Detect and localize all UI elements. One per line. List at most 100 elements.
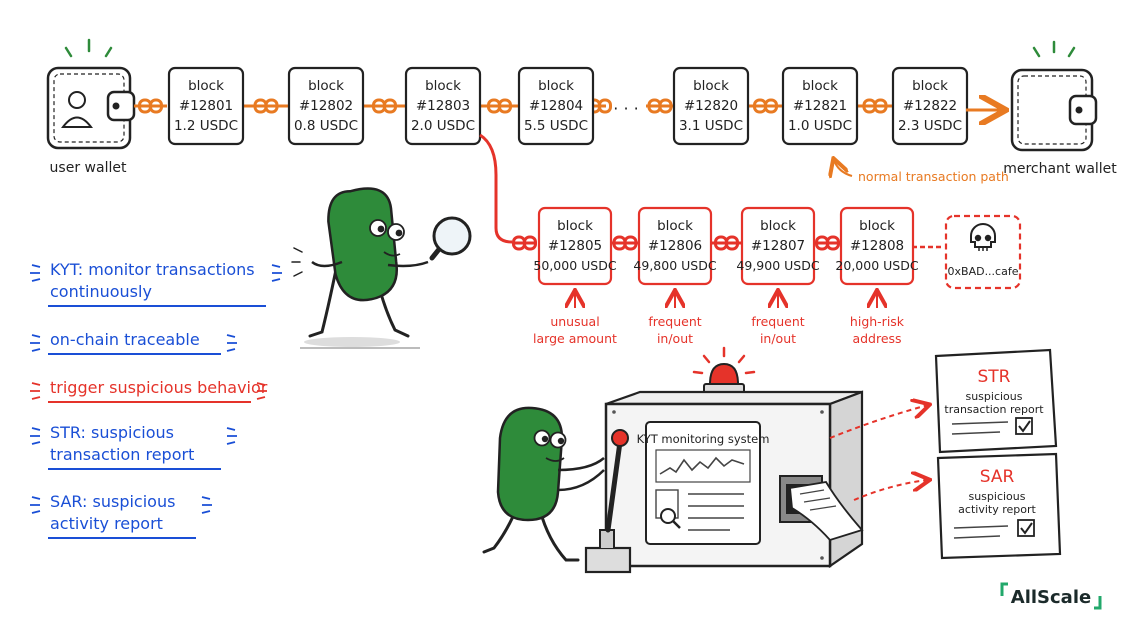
str-line1: suspicious xyxy=(965,390,1022,403)
chain-link-icon xyxy=(243,98,289,114)
block-id: #12807 xyxy=(751,238,805,254)
block-amount: 5.5 USDC xyxy=(524,118,588,134)
magnifier-icon xyxy=(429,216,472,261)
str-code: STR xyxy=(978,367,1011,387)
normal-path-arrow xyxy=(834,160,853,176)
block-amount: 0.8 USDC xyxy=(294,118,358,134)
block-amount: 20,000 USDC xyxy=(835,258,918,273)
note-line1: frequent xyxy=(648,314,701,329)
note-line1: frequent xyxy=(751,314,804,329)
block-title: block xyxy=(538,78,574,94)
chain-link-icon xyxy=(134,98,167,114)
merchant-wallet-label: merchant wallet xyxy=(1003,161,1117,177)
kyt-machine: KYT monitoring system xyxy=(584,346,928,574)
normal-chain-links xyxy=(134,98,893,114)
block-amount: 2.0 USDC xyxy=(411,118,475,134)
legend-text: transaction report xyxy=(50,445,194,464)
note-line1: high-risk xyxy=(850,314,905,329)
suspicious-chain-links xyxy=(512,235,841,251)
legend-text: on-chain traceable xyxy=(50,330,200,349)
detective-character xyxy=(291,187,472,349)
block-title: block xyxy=(188,78,224,94)
legend-text: KYT: monitor transactions xyxy=(50,260,255,279)
lever xyxy=(605,439,623,533)
risk-note: high-risk address xyxy=(850,292,905,346)
block-amount: 3.1 USDC xyxy=(679,118,743,134)
chain-link-icon xyxy=(814,235,841,251)
legend-item: STR: suspicious transaction report xyxy=(30,423,237,470)
block-title: block xyxy=(425,78,461,94)
note-line2: in/out xyxy=(760,331,796,346)
block-id: #12801 xyxy=(179,98,233,114)
note-line2: in/out xyxy=(657,331,693,346)
monitor-graph xyxy=(659,456,745,475)
document-search-icon xyxy=(655,489,681,529)
chain-link-icon xyxy=(611,235,639,251)
branch-line xyxy=(479,133,513,244)
suspicious-block-card: block #12808 20,000 USDC xyxy=(835,206,919,286)
block-title: block xyxy=(557,218,593,234)
printed-paper xyxy=(789,481,864,542)
legend-text: continuously xyxy=(50,282,152,301)
machine-label: KYT monitoring system xyxy=(637,432,770,446)
note-line2: address xyxy=(852,331,901,346)
legend-text: STR: suspicious xyxy=(50,423,174,442)
legend: KYT: monitor transactions continuously on-… xyxy=(30,260,282,539)
note-line2: large amount xyxy=(533,331,617,346)
block-id: #12805 xyxy=(548,238,602,254)
arrow-to-str xyxy=(829,405,928,439)
sar-line1: suspicious xyxy=(968,490,1025,503)
block-id: #12806 xyxy=(648,238,702,254)
block-card: block #12801 1.2 USDC xyxy=(167,66,245,146)
str-report: STR suspicious transaction report xyxy=(934,348,1058,454)
normal-chain: block #12801 1.2 USDC block #12802 0.8 USDC bl… xyxy=(167,66,969,146)
user-wallet: user wallet xyxy=(46,38,136,176)
chain-link-icon xyxy=(480,98,519,114)
block-amount: 1.2 USDC xyxy=(174,118,238,134)
legend-text: trigger suspicious behavior xyxy=(50,378,268,397)
risk-note: frequent in/out xyxy=(751,292,805,346)
sar-code: SAR xyxy=(980,467,1015,487)
block-amount: 50,000 USDC xyxy=(533,258,616,273)
chain-link-icon xyxy=(646,98,674,114)
sparkle-icon xyxy=(1032,40,1076,58)
bad-address-label: 0xBAD...cafe xyxy=(948,265,1019,278)
brand-name: AllScale xyxy=(1011,587,1091,608)
block-title: block xyxy=(693,78,729,94)
merchant-wallet: merchant wallet xyxy=(1003,40,1117,177)
risk-note: frequent in/out xyxy=(648,292,702,346)
block-id: #12808 xyxy=(850,238,904,254)
block-id: #12802 xyxy=(299,98,353,114)
block-title: block xyxy=(760,218,796,234)
user-wallet-label: user wallet xyxy=(50,160,127,176)
operator-character xyxy=(482,406,605,562)
lever-knob xyxy=(611,429,629,447)
sar-line2: activity report xyxy=(958,503,1036,516)
wallet-icon xyxy=(46,66,136,150)
brand-logo: AllScale xyxy=(1000,582,1102,610)
legend-item: trigger suspicious behavior xyxy=(30,378,268,403)
legend-item: on-chain traceable xyxy=(30,330,237,355)
block-card: block #12822 2.3 USDC xyxy=(891,66,969,146)
block-amount: 2.3 USDC xyxy=(898,118,962,134)
block-amount: 49,900 USDC xyxy=(736,258,819,273)
chain-link-icon xyxy=(857,98,893,114)
legend-item: KYT: monitor transactions continuously xyxy=(30,260,282,307)
note-line1: unusual xyxy=(550,314,599,329)
chain-link-icon xyxy=(748,98,783,114)
block-title: block xyxy=(912,78,948,94)
block-title: block xyxy=(859,218,895,234)
block-title: block xyxy=(657,218,693,234)
chain-link-icon xyxy=(711,235,742,251)
block-id: #12822 xyxy=(903,98,957,114)
risk-note: unusual large amount xyxy=(533,292,617,346)
legend-text: activity report xyxy=(50,514,163,533)
bad-address: 0xBAD...cafe xyxy=(912,214,1022,290)
block-id: #12804 xyxy=(529,98,583,114)
